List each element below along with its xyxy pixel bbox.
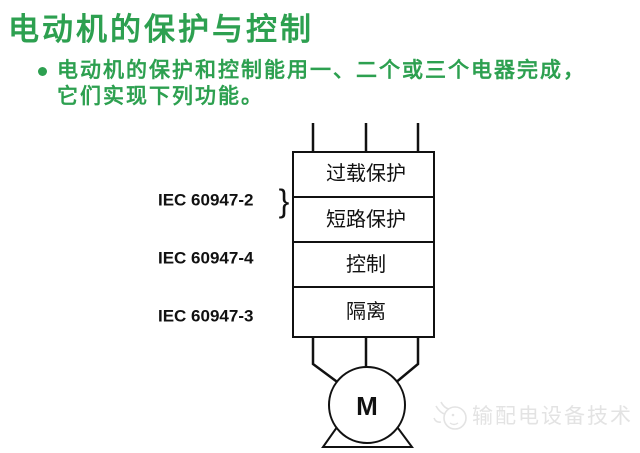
motor-label: M xyxy=(356,391,378,421)
function-short-circuit-protection: 短路保护 xyxy=(326,208,406,231)
bullet-line-2: 它们实现下列功能。 xyxy=(57,85,264,108)
standard-iec-60947-2: IEC 60947-2 xyxy=(158,191,253,210)
bullet-dot-icon xyxy=(38,67,47,76)
bullet-item: 电动机的保护和控制能用一、二个或三个电器完成， 它们实现下列功能。 xyxy=(38,58,586,110)
motor-wires xyxy=(311,337,420,386)
motor-circle xyxy=(328,366,406,444)
function-control: 控制 xyxy=(346,253,386,276)
function-box xyxy=(292,151,435,338)
watermark: 输配电设备技术 xyxy=(430,396,633,434)
page-title: 电动机的保护与控制 xyxy=(8,12,314,47)
watermark-text: 输配电设备技术 xyxy=(472,405,633,428)
bullet-line-1: 电动机的保护和控制能用一、二个或三个电器完成， xyxy=(57,59,586,82)
bird-logo-icon xyxy=(433,401,467,430)
bullet-text: 电动机的保护和控制能用一、二个或三个电器完成， 它们实现下列功能。 xyxy=(57,58,586,110)
brace-icon: } xyxy=(279,183,290,219)
standard-iec-60947-3: IEC 60947-3 xyxy=(158,307,253,326)
function-isolation: 隔离 xyxy=(346,300,386,323)
function-overload-protection: 过载保护 xyxy=(326,162,406,185)
standard-iec-60947-4: IEC 60947-4 xyxy=(158,249,254,268)
supply-wires xyxy=(311,123,420,152)
